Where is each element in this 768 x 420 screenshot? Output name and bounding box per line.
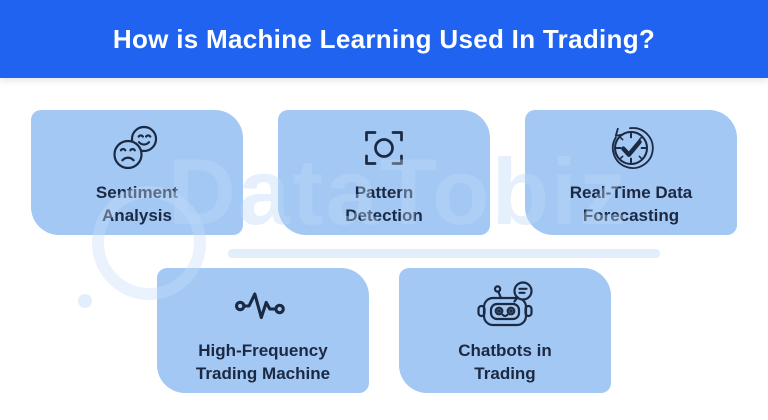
cards-row-top: Sentiment Analysis Pattern Detec xyxy=(0,110,768,235)
sentiment-faces-icon xyxy=(110,122,164,174)
card-label: Real-Time Data Forecasting xyxy=(569,182,693,225)
card-pattern-detection: Pattern Detection xyxy=(278,110,490,235)
card-label: Chatbots in Trading xyxy=(458,340,552,383)
pulse-wave-icon xyxy=(234,280,292,332)
card-label: Sentiment Analysis xyxy=(95,182,179,225)
pattern-scan-icon xyxy=(361,122,407,174)
chatbot-icon xyxy=(474,280,536,332)
page-title: How is Machine Learning Used In Trading? xyxy=(112,23,656,54)
clock-check-icon xyxy=(606,122,656,174)
card-high-frequency-trading: High-Frequency Trading Machine xyxy=(157,268,369,393)
cards-row-bottom: High-Frequency Trading Machine xyxy=(0,268,768,393)
card-label: Pattern Detection xyxy=(345,182,423,225)
card-label: High-Frequency Trading Machine xyxy=(195,340,331,383)
card-sentiment-analysis: Sentiment Analysis xyxy=(31,110,243,235)
title-banner: How is Machine Learning Used In Trading? xyxy=(0,0,768,78)
card-realtime-forecasting: Real-Time Data Forecasting xyxy=(525,110,737,235)
watermark-tagline-blur xyxy=(228,249,660,258)
card-chatbots-in-trading: Chatbots in Trading xyxy=(399,268,611,393)
